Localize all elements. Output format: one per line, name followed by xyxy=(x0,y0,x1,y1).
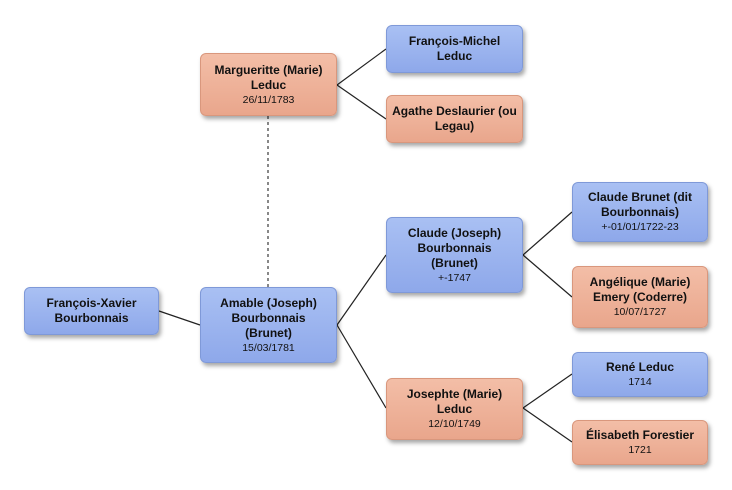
person-claude-brunet[interactable]: Claude Brunet (dit Bourbonnais) +-01/01/… xyxy=(572,182,708,242)
person-date: 10/07/1727 xyxy=(613,306,667,318)
person-name: Margueritte (Marie) Leduc xyxy=(214,62,323,92)
person-angelique-emery[interactable]: Angélique (Marie) Emery (Coderre) 10/07/… xyxy=(572,266,708,328)
connector-margueritte-francois-michel xyxy=(336,48,387,86)
person-date: 15/03/1781 xyxy=(242,341,295,354)
person-elisabeth-forestier[interactable]: Élisabeth Forestier 1721 xyxy=(572,420,708,465)
connector-josephte-elisabeth xyxy=(522,407,573,443)
person-amable-bourbonnais[interactable]: Amable (Joseph) Bourbonnais (Brunet) 15/… xyxy=(200,287,337,363)
person-name: Angélique (Marie) Emery (Coderre) xyxy=(589,275,691,304)
person-date: 1721 xyxy=(628,444,652,456)
person-name: René Leduc xyxy=(605,360,674,374)
person-date: +-1747 xyxy=(438,271,471,284)
person-rene-leduc[interactable]: René Leduc 1714 xyxy=(572,352,708,397)
connector-josephte-rene xyxy=(522,373,573,409)
person-name: Agathe Deslaurier (ou Legau) xyxy=(392,104,517,133)
person-name: Élisabeth Forestier xyxy=(585,428,695,442)
person-josephte-leduc[interactable]: Josephte (Marie) Leduc 12/10/1749 xyxy=(386,378,523,440)
connector-claude-joseph-claude-brunet xyxy=(522,211,573,256)
connector-amable-josephte xyxy=(336,324,387,409)
person-name: Josephte (Marie) Leduc xyxy=(406,387,503,416)
person-claude-joseph-bourbonnais[interactable]: Claude (Joseph) Bourbonnais (Brunet) +-1… xyxy=(386,217,523,293)
person-francois-xavier-bourbonnais[interactable]: François-Xavier Bourbonnais xyxy=(24,287,159,335)
person-date: 12/10/1749 xyxy=(428,418,481,430)
person-name: François-Xavier Bourbonnais xyxy=(46,296,137,325)
person-date: 1714 xyxy=(628,376,652,388)
connector-fx-amable xyxy=(158,310,201,326)
person-date: +-01/01/1722-23 xyxy=(601,221,679,233)
connector-margueritte-agathe xyxy=(336,84,387,120)
connector-amable-claude-joseph xyxy=(336,254,387,326)
person-francois-michel-leduc[interactable]: François-Michel Leduc xyxy=(386,25,523,73)
person-date: 26/11/1783 xyxy=(242,93,295,106)
person-name: Claude Brunet (dit Bourbonnais) xyxy=(588,190,692,219)
connector-claude-joseph-angelique xyxy=(522,254,573,298)
person-agathe-deslaurier[interactable]: Agathe Deslaurier (ou Legau) xyxy=(386,95,523,143)
person-name: Amable (Joseph) Bourbonnais (Brunet) xyxy=(220,295,317,340)
person-name: François-Michel Leduc xyxy=(408,34,501,63)
person-margueritte-leduc[interactable]: Margueritte (Marie) Leduc 26/11/1783 xyxy=(200,53,337,116)
person-name: Claude (Joseph) Bourbonnais (Brunet) xyxy=(407,225,502,270)
